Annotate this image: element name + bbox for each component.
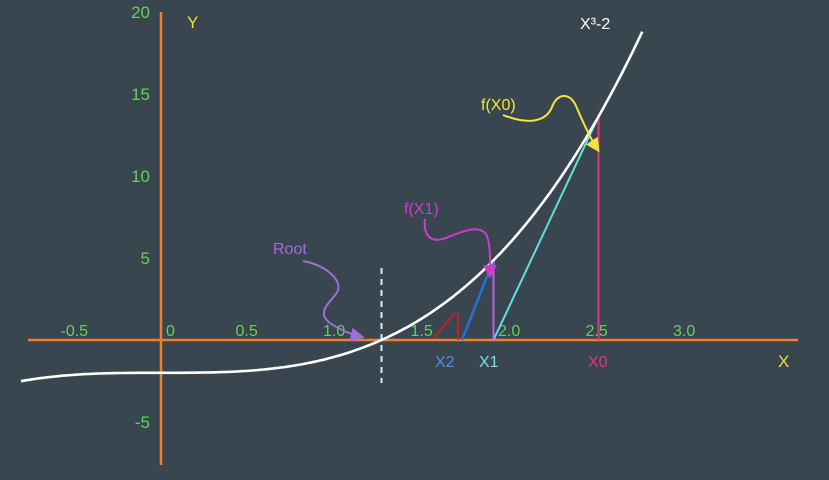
tangent-line-x1 bbox=[460, 259, 495, 341]
y-tick-label: 15 bbox=[131, 85, 150, 104]
tangent-line-x0 bbox=[492, 116, 600, 341]
fx1-label: f(X1) bbox=[404, 201, 439, 218]
function-curve bbox=[20, 31, 644, 383]
y-tick-label: 20 bbox=[131, 3, 150, 22]
x2-label: X2 bbox=[435, 354, 455, 371]
x-axis-label: X bbox=[778, 352, 789, 371]
y-tick-label: 10 bbox=[131, 167, 150, 186]
x-tick-labels: -0.5 0 0.5 1.0 1.5 2.0 2.5 3.0 bbox=[61, 323, 696, 340]
fx0-label: f(X0) bbox=[481, 97, 516, 114]
y-axis-label: Y bbox=[187, 13, 198, 32]
curve-label: X³-2 bbox=[580, 16, 610, 33]
y-tick-label: 5 bbox=[141, 249, 150, 268]
fx0-arrow bbox=[502, 95, 600, 153]
x0-label: X0 bbox=[588, 354, 608, 371]
x-tick-label: 0 bbox=[166, 323, 175, 340]
x-tick-label: 2.0 bbox=[498, 323, 520, 340]
x-tick-label: 0.5 bbox=[236, 323, 258, 340]
fx1-arrow bbox=[423, 218, 498, 279]
x-tick-label: 1.0 bbox=[323, 323, 345, 340]
y-tick-label: -5 bbox=[135, 413, 150, 432]
x-tick-label: -0.5 bbox=[61, 323, 89, 340]
x1-label: X1 bbox=[479, 354, 499, 371]
x-tick-label: 2.5 bbox=[586, 323, 608, 340]
x-tick-label: 1.5 bbox=[411, 323, 433, 340]
y-tick-labels: 20 15 10 5 -5 bbox=[131, 3, 150, 432]
x-tick-label: 3.0 bbox=[673, 323, 695, 340]
x2-red-marker bbox=[433, 313, 459, 340]
root-label: Root bbox=[273, 241, 307, 258]
root-arrow bbox=[302, 260, 365, 342]
